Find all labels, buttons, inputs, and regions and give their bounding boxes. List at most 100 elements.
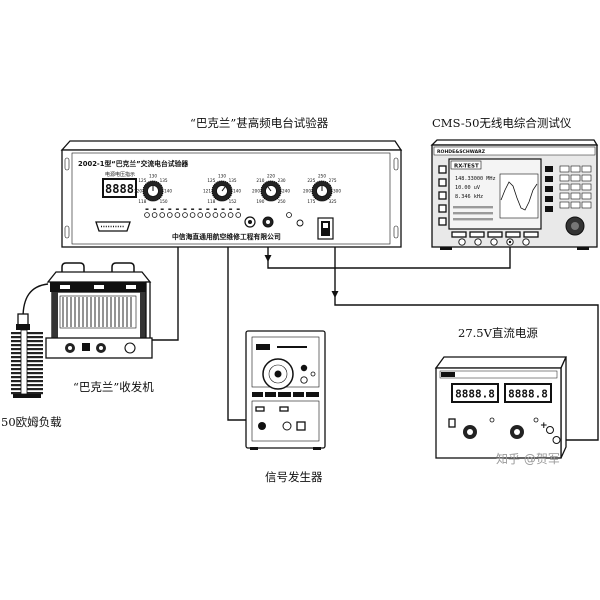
indicator-label-mark bbox=[153, 208, 157, 210]
cms50-top-face bbox=[430, 139, 599, 146]
transceiver-side-rail bbox=[52, 292, 58, 340]
transceiver bbox=[45, 262, 153, 359]
keypad-key bbox=[581, 201, 592, 209]
keypad-key bbox=[559, 201, 570, 209]
keypad-key bbox=[559, 183, 570, 191]
knob-scale-label: 152 bbox=[229, 199, 237, 204]
indicator-label-mark bbox=[183, 208, 187, 210]
tray-connector-icon bbox=[124, 342, 136, 354]
test-set-manufacturer: 中信海直通用航空维修工程有限公司 bbox=[172, 232, 281, 241]
indicator-lamp-icon bbox=[533, 417, 539, 423]
indicator-label-mark bbox=[168, 208, 172, 210]
signal-generator-label-bar bbox=[277, 346, 307, 348]
jack-icon bbox=[286, 212, 292, 218]
signal-generator-control-block bbox=[256, 344, 270, 350]
indicator-button-icon bbox=[174, 212, 181, 218]
small-button-icon bbox=[279, 406, 289, 412]
knob-scale-label: 121 bbox=[203, 189, 211, 194]
switch-gap bbox=[304, 392, 306, 397]
cms50-foot bbox=[440, 247, 452, 250]
load-base bbox=[13, 394, 41, 398]
keypad-key bbox=[570, 183, 581, 191]
tray-knob-icon bbox=[96, 343, 106, 353]
wire-test-set-to-cms50 bbox=[267, 245, 511, 269]
dc-supply-switch-icon bbox=[448, 418, 456, 428]
test-set-top-face bbox=[60, 140, 403, 151]
dc-supply-side-face bbox=[560, 356, 567, 459]
dc-supply-caption: 27.5V直流电源 bbox=[458, 326, 538, 340]
knob-scale-label: 130 bbox=[218, 174, 226, 179]
keypad-key bbox=[559, 174, 570, 182]
small-knob-icon bbox=[300, 364, 308, 372]
cms50-reading: 8.346 kHz bbox=[455, 194, 483, 200]
switch-gap bbox=[291, 392, 293, 397]
voltage-display-label: 电源电压指示 bbox=[105, 171, 135, 178]
tray-knob-icon bbox=[65, 343, 75, 353]
dummy-load-50-ohm bbox=[11, 283, 49, 398]
test-set-inner-panel bbox=[71, 152, 391, 245]
voltage-display bbox=[451, 383, 499, 403]
keypad-key bbox=[570, 165, 581, 173]
knob-scale-label: 300 bbox=[333, 189, 341, 194]
arrow-down-icon bbox=[331, 291, 339, 298]
test-set-caption: “巴克兰”甚高频电台试验器 bbox=[190, 116, 329, 130]
signal-generator-foot bbox=[313, 447, 321, 450]
keypad-key bbox=[581, 183, 592, 191]
output-connector-icon bbox=[296, 421, 306, 431]
indicator-label-mark bbox=[236, 208, 240, 210]
rack-ear-slot bbox=[64, 225, 70, 239]
knob-scale-label: 230 bbox=[278, 178, 286, 183]
voltage-display-digits: 8888 bbox=[105, 182, 134, 196]
knob-scale-label: 135 bbox=[160, 178, 168, 183]
voltage-knob-icon bbox=[463, 425, 477, 439]
indicator-button-icon bbox=[182, 212, 188, 218]
keypad-key bbox=[559, 192, 570, 200]
signal-generator-switch-strip bbox=[252, 392, 319, 397]
switch-gap bbox=[276, 392, 278, 397]
dc-supply-badge bbox=[441, 372, 455, 377]
dc-supply-front-panel bbox=[435, 367, 562, 459]
keypad-key bbox=[570, 192, 581, 200]
keypad-key bbox=[570, 174, 581, 182]
cms50-function-keys bbox=[545, 166, 553, 212]
cms50-waveform bbox=[500, 181, 538, 211]
carry-handle-icon bbox=[61, 262, 85, 274]
signal-generator-body bbox=[245, 330, 326, 449]
knob-scale-label: 210 bbox=[256, 178, 264, 183]
switch-gap bbox=[263, 392, 265, 397]
voltage-display-digits: 8888.8 bbox=[455, 388, 495, 401]
indicator-button-icon bbox=[220, 212, 226, 218]
indicator-label-mark bbox=[175, 208, 179, 210]
indicator-button-row bbox=[144, 208, 242, 218]
round-connector-icon bbox=[262, 216, 274, 228]
knob-scale-label: 220 bbox=[267, 174, 275, 179]
knob-scale-label: 250 bbox=[278, 199, 286, 204]
voltage-display bbox=[102, 178, 137, 198]
knob-3 bbox=[260, 180, 282, 202]
small-knob-icon bbox=[310, 371, 316, 377]
indicator-label-mark bbox=[213, 208, 217, 210]
indicator-button-icon bbox=[189, 212, 196, 218]
cms50-bottom-softkeys bbox=[451, 231, 539, 238]
cms50-mode: RX-TEST bbox=[454, 163, 479, 169]
load-core bbox=[20, 329, 28, 395]
indicator-label-mark bbox=[160, 208, 164, 210]
rack-ear-slot bbox=[393, 157, 399, 171]
signal-generator bbox=[245, 330, 326, 450]
keypad-key bbox=[581, 174, 592, 182]
load-cable bbox=[22, 283, 49, 319]
rack-ear-slot bbox=[393, 225, 399, 239]
signal-generator-caption: 信号发生器 bbox=[265, 470, 323, 484]
keypad-key bbox=[581, 165, 592, 173]
cms50-left-softkeys bbox=[438, 165, 447, 226]
indicator-lamp-icon bbox=[489, 417, 495, 423]
transceiver-caption: “巴克兰”收发机 bbox=[73, 380, 154, 394]
indicator-button-icon bbox=[227, 212, 234, 218]
bnc-connector-icon bbox=[244, 216, 256, 228]
transceiver-top-face bbox=[46, 271, 152, 283]
indicator-label-mark bbox=[206, 208, 210, 210]
cms50-tester: ROHDE&SCHWARZ RX-TEST 148.33000 MHz 10.0… bbox=[430, 139, 599, 250]
current-display bbox=[504, 383, 552, 403]
cms50-screen-row bbox=[453, 218, 493, 221]
